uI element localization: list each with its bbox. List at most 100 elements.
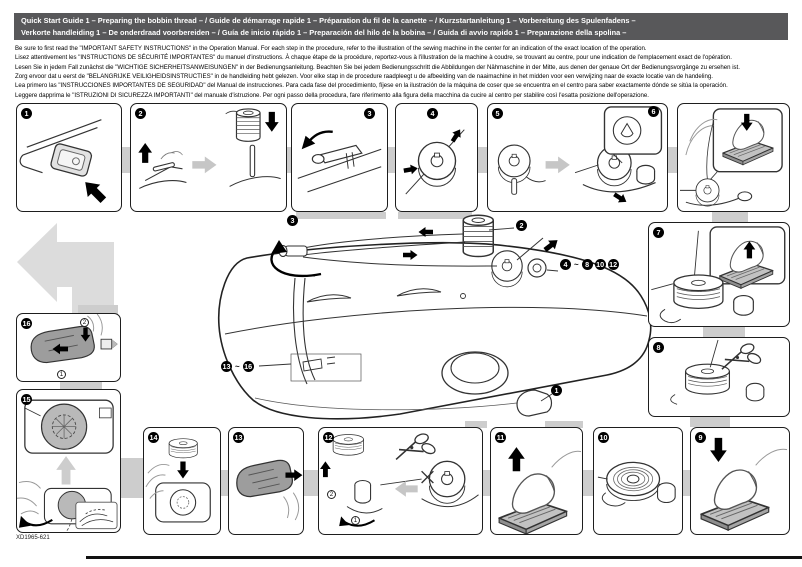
spool-pin-illustration: [138, 108, 281, 189]
step-badge-13: 13: [233, 432, 244, 443]
start-winding-illustration: [680, 108, 783, 207]
scissors-icon: [721, 341, 763, 370]
thread-arrow-1: [402, 163, 419, 176]
step-badge-6-inset: 6: [648, 106, 659, 117]
foot-pedal-icon: [700, 469, 770, 531]
header-banner: Quick Start Guide 1 – Preparing the bobb…: [14, 13, 788, 40]
release-up-arrow: [508, 447, 525, 472]
panel-connector: [683, 470, 691, 496]
step-panel-1-power-switch: 1: [16, 103, 122, 212]
scissors-icon: [395, 431, 438, 461]
thread-spool-icon: [235, 108, 261, 142]
substep-2-marker: 2: [327, 490, 336, 499]
header-line-2: Verkorte handleiding 1 – De onderdraad v…: [21, 27, 627, 37]
page-edge-line: [86, 556, 802, 559]
panel-connector: [712, 212, 748, 222]
step-panel-4-thread-bobbin-hole: 4: [395, 103, 478, 212]
step-panel-6-foot-controller-start: [677, 103, 790, 212]
header-line-1: Quick Start Guide 1 – Preparing the bobb…: [21, 15, 636, 25]
bobbin-icon: [497, 144, 531, 184]
slide-arrow: [611, 190, 629, 207]
insert-bobbin-illustration: [145, 438, 211, 523]
bobbin-threading-illustration: [402, 126, 465, 195]
substep-1-marker: 1: [57, 370, 66, 379]
machine-callout-spool: 2: [516, 220, 527, 231]
flow-arrow-left: [17, 223, 114, 313]
cut-thread-illustration: [670, 339, 765, 405]
panel-connector: [483, 470, 491, 496]
step-badge-5: 5: [492, 108, 503, 119]
step-badge-11: 11: [495, 432, 506, 443]
intro-text: Be sure to first read the "IMPORTANT SAF…: [15, 44, 795, 100]
intro-line-de: Lesen Sie in jedem Fall zunächst die "WI…: [15, 63, 740, 71]
panel-connector: [703, 327, 745, 337]
step-panel-5-bobbin-on-winder: 5 6: [487, 103, 668, 212]
step-panel-8-cut-thread: 8: [648, 337, 790, 417]
place-spool-arrow: [264, 111, 279, 132]
panel-connector: [60, 382, 102, 390]
substep-1-marker: 1: [351, 516, 360, 525]
step-badge-7: 7: [653, 227, 664, 238]
step-badge-14: 14: [148, 432, 159, 443]
wound-bobbin-icon: [332, 434, 364, 456]
step-panel-2-spool-pin: 2: [130, 103, 287, 212]
step-panel-12-remove-bobbin: 12 2 1: [318, 427, 483, 535]
next-arrow: [545, 156, 570, 174]
panel-connector: [388, 147, 396, 173]
bobbin-icon: [695, 178, 720, 207]
foot-pedal-icon: [498, 473, 568, 534]
raise-arrow: [138, 142, 153, 163]
step-badge-16: 16: [21, 318, 32, 329]
thread-arrow-2: [448, 126, 465, 144]
lift-arrow: [320, 461, 331, 478]
intro-line-nl: Zorg ervoor dat u eerst de "BELANGRIJKE …: [15, 73, 713, 81]
panel-connector: [78, 305, 118, 314]
winder-shaft-illustration: [497, 106, 663, 207]
step-panel-14-insert-bobbin: 14: [143, 427, 221, 535]
panel-connector: [296, 212, 386, 219]
bobbin-icon: [428, 460, 466, 504]
step-badge-1: 1: [21, 108, 32, 119]
step-panel-16-replace-cover: 16 2 1: [16, 313, 121, 382]
back-arrow: [394, 481, 418, 497]
press-arrow: [78, 175, 110, 207]
replace-cover-illustration: [30, 314, 118, 364]
bobbin-icon: [417, 141, 457, 187]
step-panel-15-bobbin-case: 15: [16, 389, 121, 533]
step-panel-11-release-pedal: 11: [490, 427, 583, 535]
step-panel-10-bobbin-wound: 10: [593, 427, 683, 535]
next-arrow: [192, 156, 217, 174]
machine-callout-power-switch: 1: [551, 385, 562, 396]
power-switch-illustration: [19, 119, 110, 207]
insert-down-arrow: [177, 461, 189, 479]
intro-line-fr: Lisez attentivement les "INSTRUCTIONS DE…: [15, 54, 732, 62]
thread-guide-illustration: [297, 130, 382, 193]
step-panel-3-thread-guide: 3: [291, 103, 388, 212]
panel-connector: [220, 470, 229, 496]
step-badge-9: 9: [695, 432, 706, 443]
press-down-arrow: [710, 437, 727, 463]
panel-connector: [690, 417, 730, 427]
machine-callout-needle-range: 13 ~ 16: [221, 361, 254, 372]
panel-connector: [668, 147, 677, 173]
panel-connector: [465, 421, 487, 428]
intro-line-es: Lea primero las "INSTRUCCIONES IMPORTANT…: [15, 82, 728, 90]
step-badge-3: 3: [364, 108, 375, 119]
step-panel-7-release-controller: 7: [648, 222, 790, 327]
panel-connector: [121, 458, 143, 498]
release-controller-illustration: [651, 226, 786, 324]
release-pedal-illustration: [498, 447, 582, 534]
step-badge-15: 15: [21, 394, 32, 405]
panel-connector: [122, 147, 131, 173]
step-badge-8: 8: [653, 342, 664, 353]
step-panel-9-press-pedal: 9: [690, 427, 790, 535]
panel-connector: [545, 421, 583, 428]
sewing-machine-overview-illustration: [217, 214, 652, 420]
machine-callout-winder-range: 4 ~ 8 10 12: [560, 259, 619, 270]
remove-bobbin-illustration: [320, 431, 479, 527]
machine-callout-thread-guide: 3: [287, 215, 298, 226]
step-panel-13-remove-cover: 13: [228, 427, 304, 535]
intro-line-it: Leggere dapprima le "ISTRUZIONI DI SICUR…: [15, 91, 649, 99]
wound-bobbin-icon: [168, 438, 198, 459]
